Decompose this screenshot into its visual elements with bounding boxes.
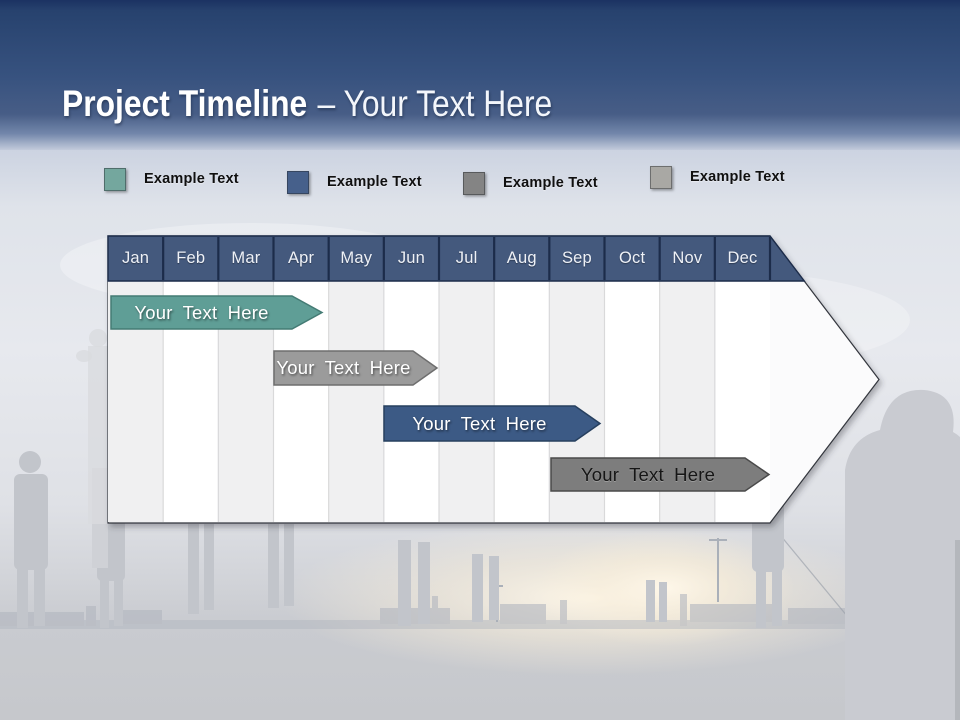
legend-swatch-teal <box>104 167 126 191</box>
legend-item-1[interactable]: Example Text <box>104 167 239 191</box>
task-bar-2[interactable] <box>273 350 439 386</box>
month-cell-oct: Oct <box>618 249 646 267</box>
month-cell-apr: Apr <box>287 249 315 267</box>
month-header-row: Jan Feb Mar Apr May Jun Jul Aug Sep Oct … <box>108 236 770 281</box>
legend-item-3[interactable]: Example Text <box>463 171 598 195</box>
legend-swatch-blue <box>287 170 309 194</box>
people-silhouettes <box>14 329 960 720</box>
month-cell-feb: Feb <box>176 249 206 267</box>
timeline-arrow-graphic <box>107 235 880 524</box>
month-cell-jun: Jun <box>397 249 426 267</box>
month-header-separators <box>162 237 772 280</box>
task-bar-4-label[interactable]: Your Text Here <box>580 463 716 485</box>
task-bar-3-label[interactable]: Your Text Here <box>412 412 547 434</box>
slide-title[interactable]: Project Timeline– Your Text Here <box>62 83 552 126</box>
legend-item-2[interactable]: Example Text <box>287 170 422 194</box>
task-bar-3[interactable] <box>383 405 602 442</box>
legend-label[interactable]: Example Text <box>144 171 239 187</box>
title-bold-text[interactable]: Project Timeline <box>62 82 308 124</box>
month-cell-may: May <box>340 249 373 267</box>
title-placeholder-text[interactable]: – Your Text Here <box>317 82 553 124</box>
task-bar-4[interactable] <box>550 457 771 492</box>
month-cell-sep: Sep <box>561 249 592 267</box>
legend-label[interactable]: Example Text <box>690 169 785 185</box>
task-bar-1[interactable] <box>110 295 324 330</box>
month-cell-dec: Dec <box>727 249 758 267</box>
task-bar-2-label[interactable]: Your Text Here <box>276 357 411 378</box>
month-cell-nov: Nov <box>672 249 703 267</box>
header-gradient-band <box>0 0 960 152</box>
diagonal-wire <box>770 523 858 629</box>
legend-swatch-lightgray <box>650 165 672 189</box>
legend-label[interactable]: Example Text <box>327 174 422 190</box>
month-cell-aug: Aug <box>506 249 537 267</box>
month-cell-jul: Jul <box>455 249 478 267</box>
month-header-band <box>107 235 806 282</box>
month-cell-jan: Jan <box>121 249 150 267</box>
legend-label[interactable]: Example Text <box>503 175 598 191</box>
month-cell-mar: Mar <box>231 249 261 267</box>
legend-swatch-gray <box>463 171 485 195</box>
legend-item-4[interactable]: Example Text <box>650 165 785 189</box>
task-bar-1-label[interactable]: Your Text Here <box>134 301 269 323</box>
